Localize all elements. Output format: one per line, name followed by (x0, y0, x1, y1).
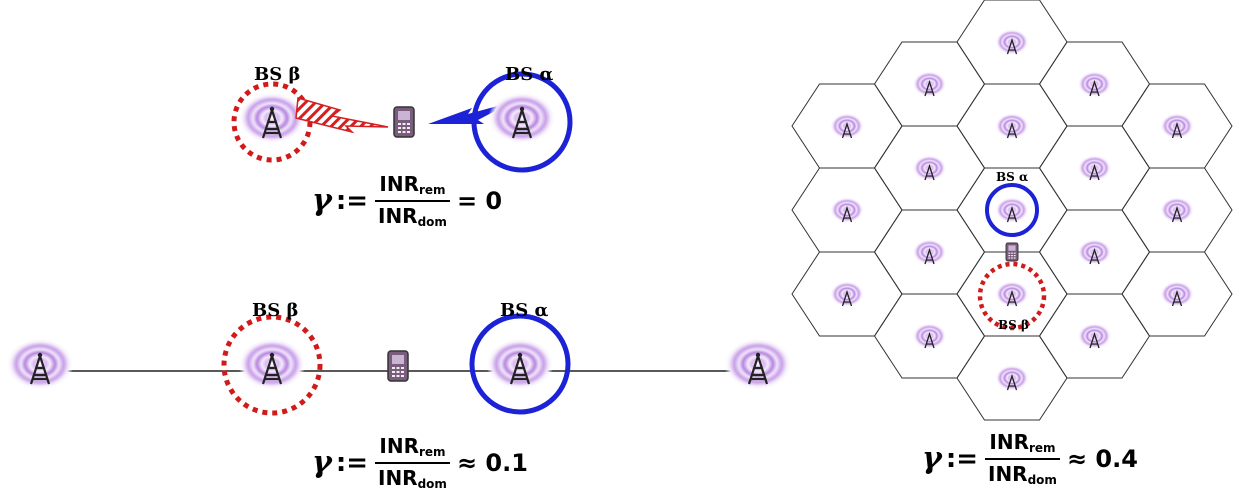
mobile-phone-icon (393, 106, 415, 138)
formula-numerator-sub: rem (418, 183, 446, 197)
formula-denominator-sub: dom (1027, 473, 1057, 487)
dominant-bs-circle (469, 313, 571, 415)
tower-icon (1076, 322, 1113, 350)
hex-cell (1121, 251, 1233, 337)
tower-icon (722, 336, 794, 392)
mobile-phone-icon (1005, 242, 1019, 262)
formula-denominator-sub: dom (417, 215, 447, 229)
formula-relation: ≈ (1066, 444, 1088, 473)
formula-numerator: INR (989, 430, 1029, 454)
formula-denominator-sub: dom (417, 477, 447, 491)
tower-icon (829, 280, 865, 308)
formula-denominator: INR (378, 204, 418, 228)
remnant-bs-circle (221, 314, 323, 416)
tower-icon (994, 364, 1030, 392)
tower-icon (829, 196, 865, 224)
tower-icon (1159, 112, 1195, 140)
signal-bolt-icon (428, 102, 512, 124)
bs-alpha-label: BS α (505, 64, 554, 85)
formula-assign: := (335, 185, 368, 216)
tower-icon (1159, 280, 1195, 308)
bs-beta-label: BS β (254, 64, 301, 85)
formula-lhs: γ (312, 183, 332, 218)
tower-icon (484, 336, 556, 392)
tower-icon (1076, 238, 1113, 266)
diagram-top (231, 71, 573, 173)
mobile-phone-icon (387, 350, 409, 382)
tower-icon (236, 336, 308, 392)
gamma-formula-line: γ := INRrem INRdom ≈ 0.1 (312, 434, 528, 491)
formula-lhs: γ (312, 445, 332, 480)
diagram-line (4, 313, 794, 416)
formula-lhs: γ (922, 441, 942, 476)
formula-numerator: INR (379, 434, 419, 458)
bs-alpha-label: BS α (500, 300, 549, 321)
tower-icon (911, 238, 948, 266)
tower-icon (1076, 70, 1113, 98)
tower-icon (994, 112, 1030, 140)
gamma-formula-hex: γ := INRrem INRdom ≈ 0.4 (922, 430, 1138, 487)
formula-fraction: INRrem INRdom (374, 172, 451, 229)
tower-icon (911, 154, 948, 182)
tower-icon (829, 112, 865, 140)
formula-assign: := (945, 443, 978, 474)
bs-beta-label: BS β (252, 300, 299, 321)
formula-numerator-sub: rem (418, 445, 446, 459)
dominant-bs-circle (471, 71, 573, 173)
tower-icon (994, 196, 1030, 224)
gamma-formula-top: γ := INRrem INRdom = 0 (312, 172, 502, 229)
formula-value: 0 (485, 186, 503, 215)
interference-bolt-icon (295, 97, 389, 134)
bs-beta-label: BS β (998, 318, 1029, 332)
formula-relation: ≈ (456, 448, 478, 477)
tower-icon (994, 28, 1030, 56)
tower-icon (1159, 196, 1195, 224)
formula-assign: := (335, 447, 368, 478)
tower-icon (911, 70, 948, 98)
formula-denominator: INR (988, 462, 1028, 486)
tower-icon (1076, 154, 1113, 182)
formula-value: 0.1 (485, 448, 528, 477)
formula-fraction: INRrem INRdom (374, 434, 451, 491)
formula-numerator-sub: rem (1028, 441, 1056, 455)
tower-icon (911, 322, 948, 350)
bs-alpha-label: BS α (996, 170, 1029, 184)
formula-fraction: INRrem INRdom (984, 430, 1061, 487)
diagram-hex-markers (977, 183, 1047, 331)
formula-numerator: INR (379, 172, 419, 196)
tower-icon (4, 336, 76, 392)
formula-value: 0.4 (1095, 444, 1138, 473)
dominant-bs-circle (985, 183, 1039, 237)
formula-denominator: INR (378, 466, 418, 490)
remnant-bs-circle (977, 261, 1047, 331)
hex-cell-grid (791, 0, 1233, 421)
tower-icon (994, 280, 1030, 308)
formula-relation: = (456, 186, 478, 215)
tower-icon (486, 90, 558, 146)
